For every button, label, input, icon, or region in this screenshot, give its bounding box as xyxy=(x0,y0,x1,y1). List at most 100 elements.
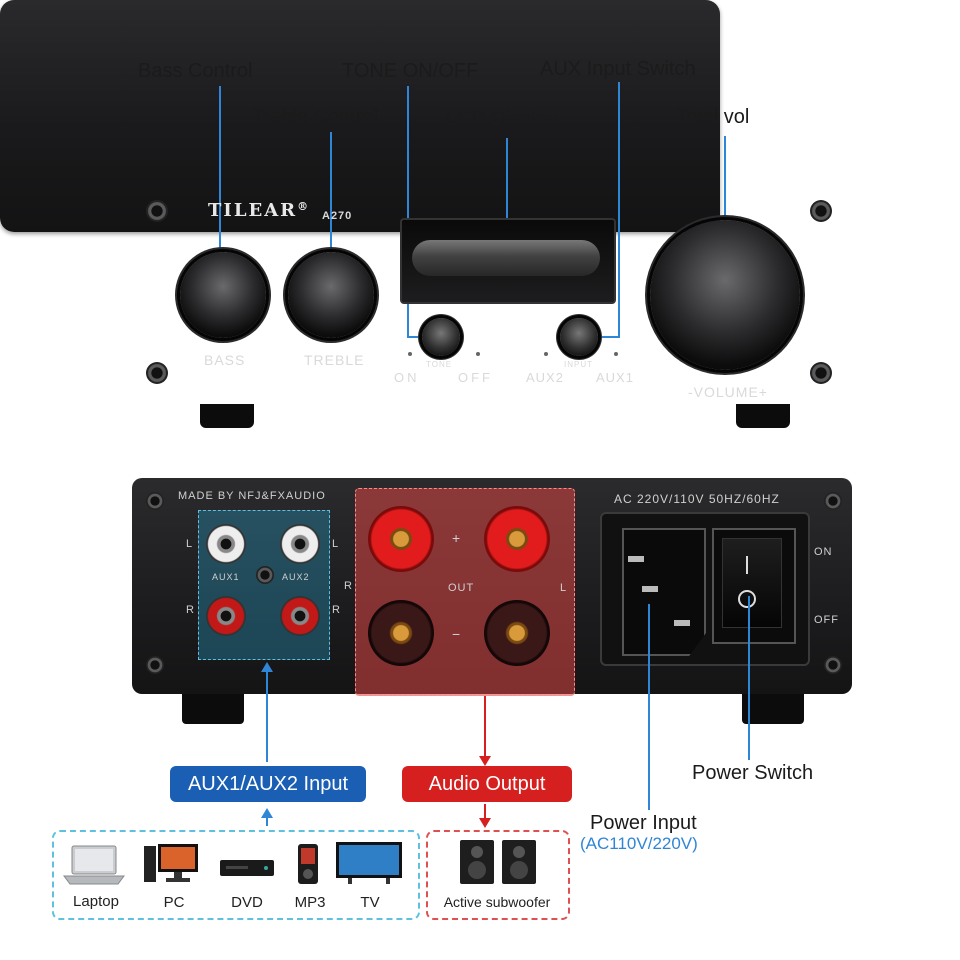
devices-connector-line xyxy=(266,812,268,826)
output-device-box xyxy=(426,830,570,920)
maker-text: MADE BY NFJ&FXAUDIO xyxy=(178,490,326,502)
model-number: A270 xyxy=(322,210,353,222)
subwoofer-connector-line xyxy=(484,804,486,820)
aux1-left-rca-jack[interactable] xyxy=(206,524,246,564)
power-input-spec: (AC110V/220V) xyxy=(580,834,698,853)
treble-knob[interactable] xyxy=(288,252,374,338)
subwoofer-arrow-down xyxy=(479,818,491,828)
left-channel-negative-terminal[interactable] xyxy=(368,600,434,666)
switch-on-mark xyxy=(746,556,748,574)
inlet-pin xyxy=(642,586,658,592)
mp3-icon xyxy=(298,844,318,884)
power-rocker-switch[interactable] xyxy=(722,538,782,628)
front-screw xyxy=(146,362,168,384)
device-label-dvd: DVD xyxy=(231,894,263,911)
input-led xyxy=(614,352,618,356)
aux-switch-callout-line-h xyxy=(580,336,620,338)
device-label-laptop: Laptop xyxy=(73,893,119,910)
out-label: OUT xyxy=(448,582,475,594)
aux2-panel-label: AUX2 xyxy=(526,370,564,385)
audio-output-connector-line xyxy=(484,696,486,758)
rear-on-label: ON xyxy=(814,546,833,558)
input-led xyxy=(544,352,548,356)
aux2-rear-label: AUX2 xyxy=(282,572,310,582)
rear-screw xyxy=(146,492,164,510)
front-screw xyxy=(146,200,168,222)
input-panel-label: INPUT xyxy=(564,360,593,369)
aux-input-tag: AUX1/AUX2 Input xyxy=(170,766,366,802)
aux-input-connector-line xyxy=(266,668,268,762)
rear-left-foot xyxy=(182,690,244,724)
aux-switch-callout-line-v xyxy=(618,82,620,338)
lcd-tube xyxy=(412,240,600,276)
rear-r-label: R xyxy=(332,604,341,616)
treble-panel-label: TREBLE xyxy=(304,352,365,368)
switch-off-mark xyxy=(738,590,756,608)
rear-r-label: R xyxy=(344,580,353,592)
power-input-label: Power Input xyxy=(590,812,697,834)
rear-screw xyxy=(824,656,842,674)
rear-off-label: OFF xyxy=(814,614,839,626)
device-label-tv: TV xyxy=(360,894,380,911)
input-button[interactable] xyxy=(560,318,598,356)
inlet-pin xyxy=(674,620,690,626)
amplifier-front-panel xyxy=(0,0,720,232)
treble-callout-line xyxy=(330,132,332,298)
right-channel-negative-terminal[interactable] xyxy=(484,600,550,666)
tone-panel-label: TONE xyxy=(426,360,453,369)
tone-off-label: OFF xyxy=(458,370,493,385)
inlet-pin xyxy=(628,556,644,562)
aux2-right-rca-jack[interactable] xyxy=(280,596,320,636)
aux-input-arrow-up xyxy=(261,662,273,672)
lcd-callout-line xyxy=(506,138,508,272)
power-input-callout-line xyxy=(648,604,650,810)
front-screw xyxy=(810,200,832,222)
tv-icon xyxy=(336,842,402,884)
aux1-right-rca-jack[interactable] xyxy=(206,596,246,636)
volume-callout-line xyxy=(724,136,726,298)
brand-logo: TILEAR® xyxy=(208,200,311,221)
rear-l-label: L xyxy=(332,538,340,550)
rear-right-foot xyxy=(742,690,804,724)
plus-label: + xyxy=(452,530,462,546)
aux-input-switch-label: AUX Input Switch xyxy=(540,58,696,80)
bass-knob[interactable] xyxy=(180,252,266,338)
rear-screw xyxy=(146,656,164,674)
tone-led xyxy=(408,352,412,356)
aux1-panel-label: AUX1 xyxy=(596,370,634,385)
power-switch-label: Power Switch xyxy=(692,762,814,784)
rear-r-label: R xyxy=(186,604,195,616)
out-l-label: L xyxy=(560,582,568,594)
tone-switch-label: TONE ON/OFF xyxy=(342,60,479,82)
front-right-foot xyxy=(736,404,790,428)
aux1-rear-label: AUX1 xyxy=(212,572,240,582)
volume-knob[interactable] xyxy=(650,220,800,370)
front-screw xyxy=(810,362,832,384)
ac-spec-text: AC 220V/110V 50HZ/60HZ xyxy=(614,492,780,506)
iec-power-inlet[interactable] xyxy=(622,528,706,656)
front-left-foot xyxy=(200,404,254,428)
aux2-left-rca-jack[interactable] xyxy=(280,524,320,564)
dvd-icon xyxy=(220,860,274,876)
audio-output-arrow-down xyxy=(479,756,491,766)
audio-output-tag: Audio Output xyxy=(402,766,572,802)
left-channel-positive-terminal[interactable] xyxy=(368,506,434,572)
tone-on-label: ON xyxy=(394,370,420,385)
lcd-display-label: LCD Display xyxy=(446,108,558,130)
bass-control-label: Bass Control xyxy=(138,60,253,82)
bass-callout-line xyxy=(219,86,221,298)
pc-icon xyxy=(144,844,198,882)
total-volume-label: Total vol xyxy=(676,106,750,128)
right-channel-positive-terminal[interactable] xyxy=(484,506,550,572)
tone-callout-line-v xyxy=(407,86,409,338)
power-switch-callout-line xyxy=(748,596,750,760)
device-label-active-subwoofer: Active subwoofer xyxy=(443,894,551,910)
device-label-mp3: MP3 xyxy=(294,894,326,911)
input-devices-box xyxy=(52,830,420,920)
laptop-icon xyxy=(63,845,125,885)
ground-screw xyxy=(256,566,274,584)
minus-label: − xyxy=(452,626,462,642)
rear-screw xyxy=(824,492,842,510)
volume-panel-label: -VOLUME+ xyxy=(688,384,768,400)
tone-button[interactable] xyxy=(422,318,460,356)
